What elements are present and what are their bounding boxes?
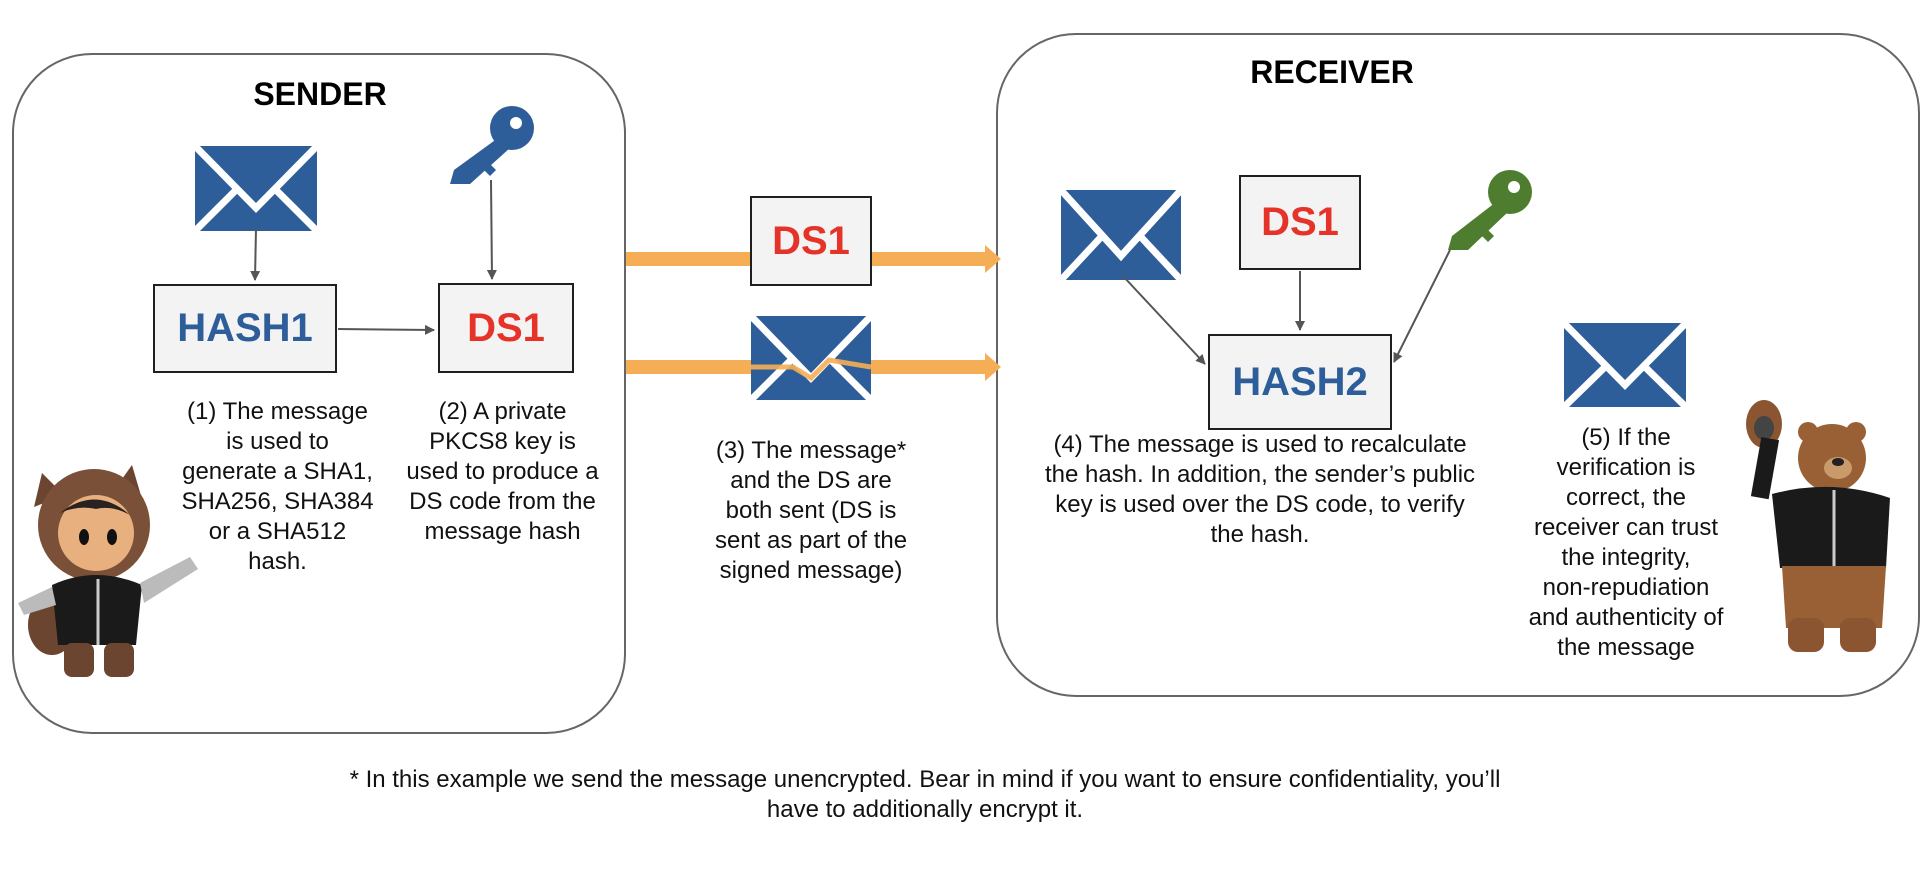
footnote: * In this example we send the message un… bbox=[349, 766, 1501, 823]
sender-title: SENDER bbox=[253, 76, 387, 112]
transit-envelope-icon bbox=[751, 316, 871, 400]
hash1-box: HASH1 bbox=[153, 284, 337, 373]
arrow-envelope-to-hash2 bbox=[1122, 275, 1206, 365]
public-key-icon bbox=[1448, 170, 1532, 250]
bear-mascot bbox=[1746, 400, 1890, 652]
sender-ds1-box: DS1 bbox=[438, 283, 574, 373]
arrow-key-to-hash2 bbox=[1393, 249, 1451, 363]
transit-ds1-box: DS1 bbox=[750, 196, 872, 286]
receiver-title: RECEIVER bbox=[1250, 54, 1414, 90]
step1-description: (1) The message is used to generate a SH… bbox=[181, 398, 374, 575]
arrow-hash1-to-ds1 bbox=[337, 324, 435, 335]
verified-envelope-icon bbox=[1564, 323, 1686, 407]
receiver-envelope-icon bbox=[1061, 190, 1181, 280]
private-key-icon bbox=[450, 106, 534, 184]
sender-envelope-icon bbox=[195, 146, 317, 231]
receiver-ds1-box: DS1 bbox=[1239, 175, 1361, 270]
receiver-panel bbox=[996, 33, 1920, 697]
arrow-key-to-ds1 bbox=[486, 179, 497, 280]
step3-description: (3) The message* and the DS are both sen… bbox=[714, 437, 908, 584]
astro-mascot bbox=[18, 465, 198, 677]
step5-description: (5) If the verification is correct, the … bbox=[1528, 424, 1724, 661]
step2-description: (2) A private PKCS8 key is used to produ… bbox=[406, 398, 599, 545]
hash2-box: HASH2 bbox=[1208, 334, 1392, 430]
step4-description: (4) The message is used to recalculate t… bbox=[1044, 431, 1476, 548]
arrow-envelope-to-hash1 bbox=[250, 227, 261, 281]
